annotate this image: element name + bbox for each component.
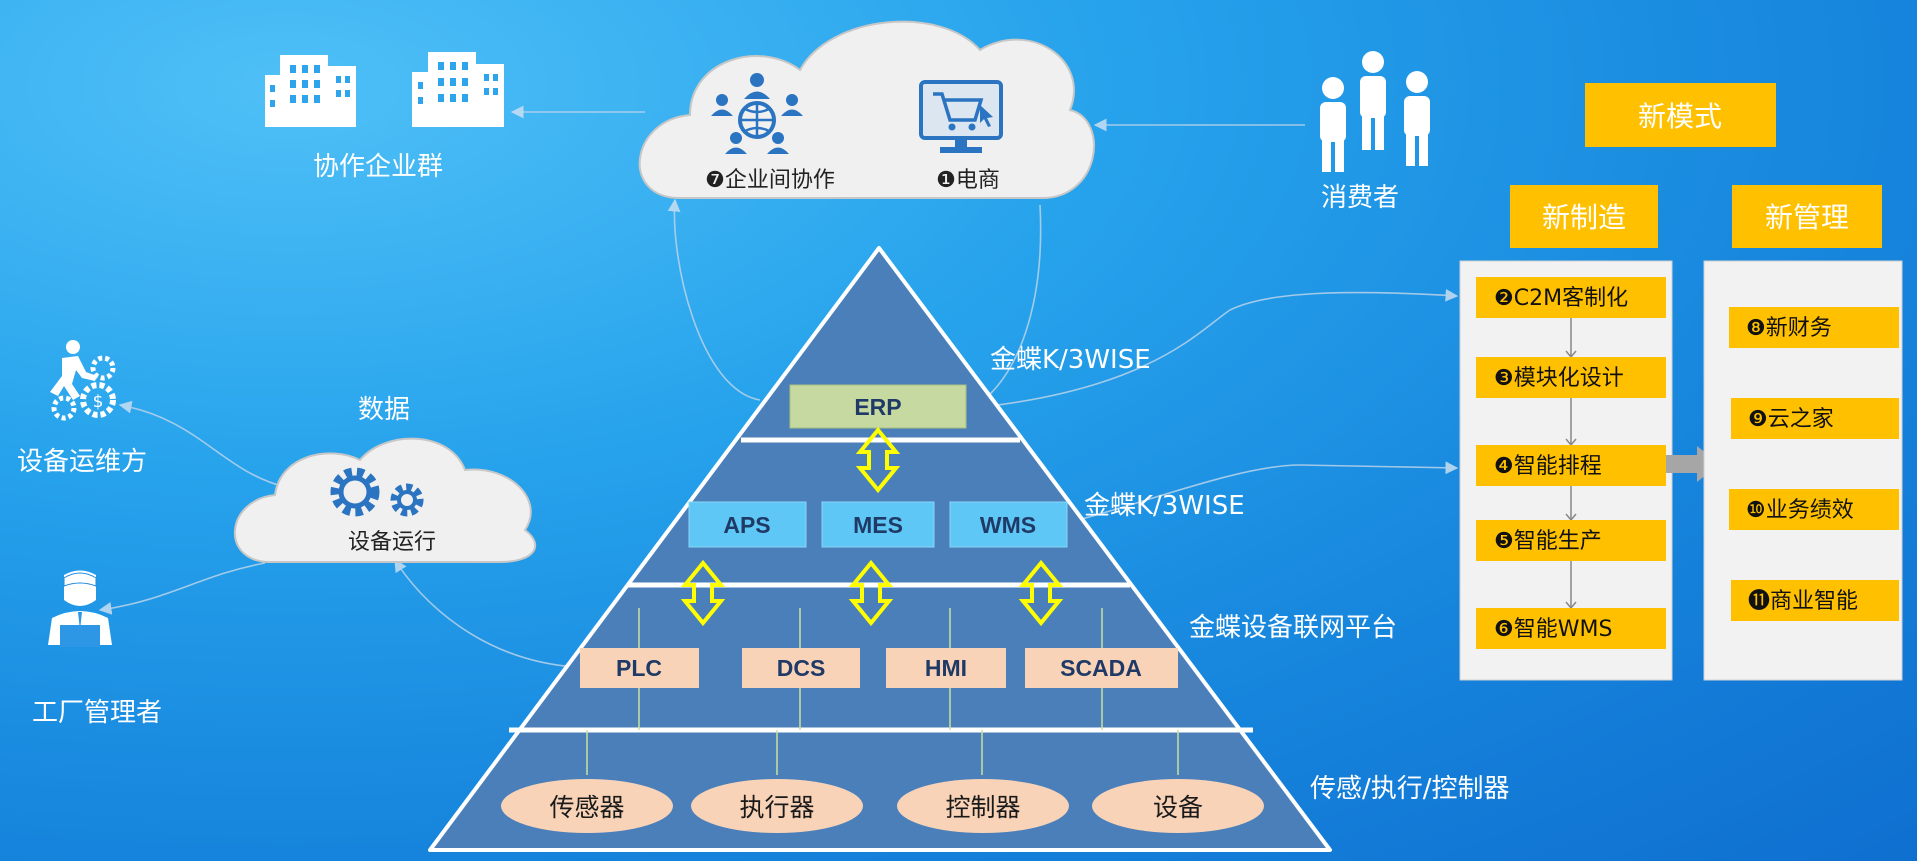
scada-label: SCADA bbox=[1060, 655, 1142, 681]
arrow-cloud-to-erp bbox=[970, 204, 1042, 409]
data-label: 数据 bbox=[358, 395, 410, 425]
arrow-device-cloud-to-maintenance bbox=[118, 400, 286, 488]
actuator-oval bbox=[691, 779, 863, 833]
sensor-oval bbox=[501, 779, 673, 833]
level4-ovals: 传感器 执行器 控制器 设备 bbox=[501, 779, 1264, 833]
aps-label: APS bbox=[723, 512, 770, 538]
sensor-label: 传感器 bbox=[549, 793, 624, 822]
arrow-device-cloud-to-manager bbox=[98, 562, 266, 615]
level3-boxes: PLC DCS HMI SCADA bbox=[580, 648, 1178, 688]
manufacturing-item: ❻智能WMS bbox=[1494, 617, 1612, 642]
connectors bbox=[98, 105, 1459, 668]
collaboration-label: ❼企业间协作 bbox=[705, 168, 835, 193]
device-oval bbox=[1092, 779, 1264, 833]
actuator-label: 执行器 bbox=[739, 793, 814, 822]
management-item: ⓫商业智能 bbox=[1748, 589, 1858, 614]
new-management-title: 新管理 bbox=[1765, 201, 1849, 234]
pyramid-tick-lines bbox=[586, 608, 1179, 775]
aps-plc-double-arrow bbox=[680, 559, 726, 627]
mes-label: MES bbox=[853, 512, 903, 538]
dcs-box bbox=[742, 648, 860, 688]
level2-side-label: 金蝶K/3WISE bbox=[1084, 491, 1245, 521]
device-cloud: 设备运行 bbox=[233, 437, 537, 563]
erp-label: ERP bbox=[854, 394, 901, 420]
erp-side-label: 金蝶K/3WISE bbox=[990, 345, 1151, 375]
plc-label: PLC bbox=[616, 655, 662, 681]
controller-oval bbox=[897, 779, 1069, 833]
mes-dcs-double-arrow bbox=[848, 559, 894, 627]
new-mode-title-box bbox=[1585, 83, 1776, 147]
svg-text:$: $ bbox=[93, 392, 104, 412]
gears-icon bbox=[330, 467, 424, 517]
management-item: ❿业务绩效 bbox=[1746, 498, 1854, 523]
consumers-icon bbox=[1320, 51, 1430, 172]
level3-side-label: 金蝶设备联网平台 bbox=[1189, 613, 1397, 643]
erp-box bbox=[789, 384, 967, 429]
yellow-double-arrows bbox=[680, 426, 1064, 627]
hmi-label: HMI bbox=[925, 655, 967, 681]
erp-mes-double-arrow bbox=[855, 426, 901, 494]
management-item: ❽新财务 bbox=[1746, 316, 1832, 341]
arrow-erp-to-manufacturing bbox=[971, 288, 1459, 409]
consumers-label: 消费者 bbox=[1321, 183, 1399, 213]
mes-box bbox=[821, 501, 935, 548]
wms-box bbox=[949, 501, 1068, 548]
maintenance-label: 设备运维方 bbox=[17, 447, 147, 477]
controller-label: 控制器 bbox=[945, 793, 1020, 822]
factory-manager-label: 工厂管理者 bbox=[32, 698, 162, 728]
dcs-label: DCS bbox=[777, 655, 826, 681]
arrow-mes-to-manufacturing bbox=[1069, 461, 1459, 523]
new-management-title-box bbox=[1732, 185, 1882, 248]
new-mode-title: 新模式 bbox=[1638, 100, 1722, 133]
factory-manager-icon bbox=[48, 570, 112, 647]
level2-boxes: APS MES WMS bbox=[688, 501, 1068, 548]
new-manufacturing-title-box bbox=[1510, 185, 1658, 248]
level4-side-label: 传感/执行/控制器 bbox=[1310, 774, 1510, 804]
ecommerce-label: ❶电商 bbox=[936, 168, 1000, 193]
manufacturing-items: ❷C2M客制化 ❸模块化设计 ❹智能排程 ❺智能生产 ❻智能WMS bbox=[1476, 277, 1666, 649]
scada-box bbox=[1025, 648, 1178, 688]
wms-scada-double-arrow bbox=[1018, 559, 1064, 627]
arrow-erp-to-cloud bbox=[667, 198, 761, 401]
manufacturing-item: ❷C2M客制化 bbox=[1494, 286, 1628, 311]
maintenance-runner-icon: $ bbox=[50, 340, 116, 421]
ecommerce-monitor-icon bbox=[919, 80, 1003, 153]
management-item: ❾云之家 bbox=[1748, 407, 1834, 432]
enterprise-group-label: 协作企业群 bbox=[313, 152, 443, 182]
collaboration-globe-icon bbox=[711, 73, 803, 154]
manufacturing-item: ❸模块化设计 bbox=[1494, 366, 1624, 391]
manufacturing-item: ❺智能生产 bbox=[1494, 529, 1602, 554]
top-cloud: ❼企业间协作 ❶电商 bbox=[638, 20, 1095, 200]
manufacturing-item: ❹智能排程 bbox=[1494, 454, 1602, 479]
wms-label: WMS bbox=[980, 512, 1036, 538]
plc-box bbox=[580, 648, 699, 688]
aps-box bbox=[688, 501, 807, 548]
arrow-plc-to-device-cloud bbox=[394, 558, 576, 668]
hmi-box bbox=[886, 648, 1006, 688]
pyramid: ERP APS MES WMS PLC DCS HMI SCADA bbox=[428, 246, 1332, 852]
new-mode-panel: 新模式 新制造 新管理 ❷C2M客制化 ❸模块化设计 ❹智能排程 ❺智能生产 ❻… bbox=[1459, 83, 1903, 681]
management-items: ❽新财务 ❾云之家 ❿业务绩效 ⓫商业智能 bbox=[1729, 307, 1899, 621]
new-manufacturing-title: 新制造 bbox=[1542, 201, 1626, 234]
device-label: 设备 bbox=[1153, 793, 1203, 822]
device-cloud-label: 设备运行 bbox=[348, 530, 436, 555]
buildings-icon bbox=[265, 52, 504, 127]
